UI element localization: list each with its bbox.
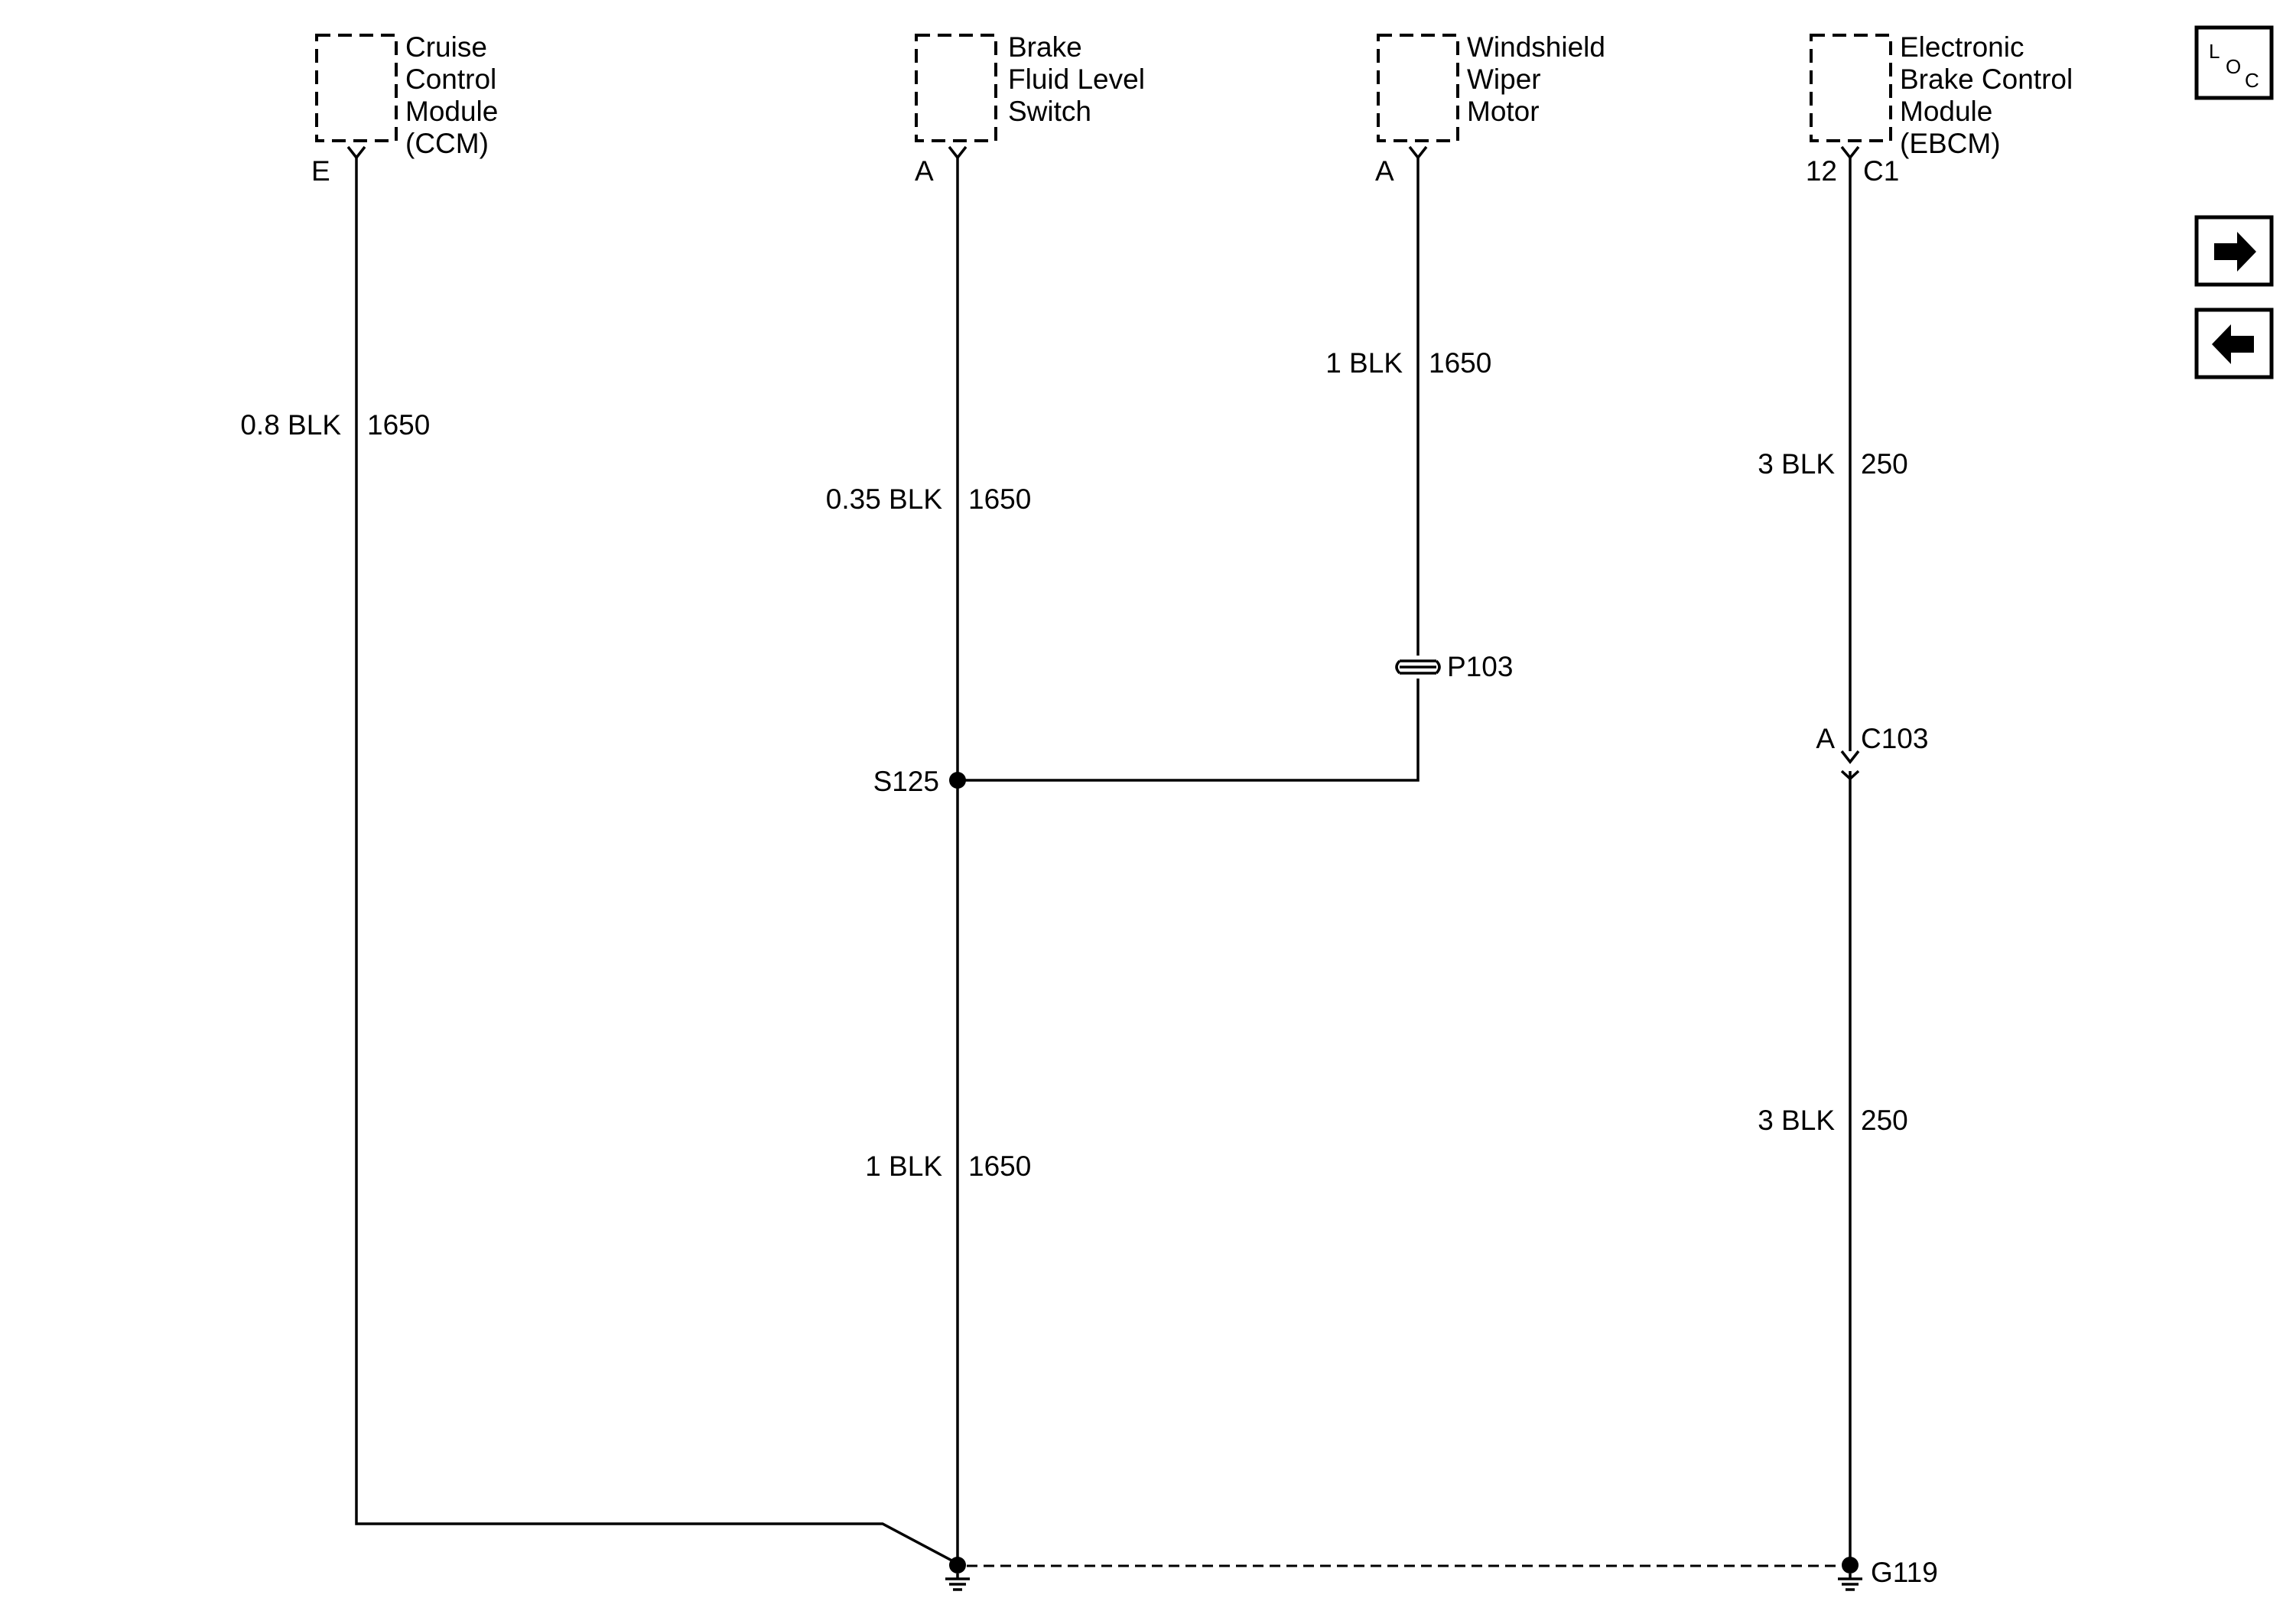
bfls-dashed-box — [915, 34, 997, 142]
ccm-ground-wire — [355, 158, 958, 1565]
ccm-label-line-4: (CCM) — [405, 128, 489, 159]
ebcm-label-line-2: Brake Control — [1900, 63, 2073, 95]
wiper-pin-terminal-icon — [1408, 145, 1428, 160]
c103-pin-label: A — [1816, 723, 1835, 754]
ebcm-lower-wire-gauge: 3 BLK — [1758, 1105, 1835, 1136]
bfls-pin-terminal-icon — [948, 145, 968, 160]
loc-button[interactable]: L O C — [2194, 25, 2274, 100]
ccm-wire-gauge: 0.8 BLK — [240, 409, 341, 441]
ccm-pin-label: E — [311, 155, 330, 187]
ebcm-label-line-1: Electronic — [1900, 31, 2024, 63]
bfls-label-line-3: Switch — [1008, 96, 1091, 127]
bfls-label-line-2: Fluid Level — [1008, 63, 1145, 95]
wiper-label-line-2: Wiper — [1467, 63, 1541, 95]
ebcm-pin-label: 12 — [1806, 155, 1837, 187]
ebcm-upper-wire-circuit: 250 — [1861, 448, 1908, 480]
electronic-brake-control-module: Electronic Brake Control Module (EBCM) 1… — [1806, 31, 2073, 187]
wiper-label-line-3: Motor — [1467, 96, 1540, 127]
wiper-dashed-box — [1377, 34, 1459, 142]
ccm-pin-terminal-icon — [346, 145, 366, 160]
wiper-wire-circuit: 1650 — [1429, 347, 1491, 379]
wiper-wire-gauge: 1 BLK — [1325, 347, 1403, 379]
ccm-label-line-2: Control — [405, 63, 496, 95]
bfls-wire-gauge: 0.35 BLK — [826, 483, 943, 515]
ebcm-label-line-3: Module — [1900, 96, 1992, 127]
c103-label: C103 — [1861, 723, 1928, 754]
ground-icon-left — [945, 1557, 970, 1591]
bfls-pin-label: A — [915, 155, 934, 187]
next-page-button[interactable] — [2194, 215, 2274, 287]
ebcm-connector-label: C1 — [1863, 155, 1899, 187]
ebcm-label-line-4: (EBCM) — [1900, 128, 2001, 159]
previous-page-button[interactable] — [2194, 308, 2274, 379]
cruise-control-module: Cruise Control Module (CCM) E — [311, 31, 498, 187]
arrow-right-icon — [2214, 232, 2256, 272]
ccm-dashed-box — [315, 34, 398, 142]
s125-wire-gauge: 1 BLK — [865, 1150, 942, 1182]
p103-pass-through-icon — [1395, 659, 1441, 675]
bfls-wire-circuit: 1650 — [968, 483, 1031, 515]
loc-icon-c: C — [2245, 69, 2259, 92]
p103-label: P103 — [1447, 651, 1513, 682]
wiper-label-line-1: Windshield — [1467, 31, 1605, 63]
loc-button-frame[interactable] — [2194, 25, 2274, 100]
ebcm-lower-wire-circuit: 250 — [1861, 1105, 1908, 1136]
brake-fluid-level-switch: Brake Fluid Level Switch A — [915, 31, 1145, 187]
ebcm-pin-terminal-icon — [1840, 145, 1860, 160]
wiper-wire-lower — [958, 679, 1420, 782]
g119-label: G119 — [1871, 1557, 1938, 1588]
ccm-label-line-1: Cruise — [405, 31, 487, 63]
s125-wire-circuit: 1650 — [968, 1150, 1031, 1182]
ccm-label-line-3: Module — [405, 96, 498, 127]
bfls-label-line-1: Brake — [1008, 31, 1082, 63]
ebcm-upper-wire-gauge: 3 BLK — [1758, 448, 1835, 480]
ebcm-dashed-box — [1810, 34, 1892, 142]
windshield-wiper-motor: Windshield Wiper Motor A — [1375, 31, 1605, 187]
ground-icon-right — [1838, 1557, 1862, 1591]
c103-inline-connector-icon — [1840, 750, 1860, 781]
s125-splice-dot — [949, 772, 966, 789]
loc-icon-l: L — [2209, 40, 2220, 63]
s125-label: S125 — [873, 766, 939, 797]
arrow-left-icon — [2212, 324, 2254, 364]
wiper-pin-label: A — [1375, 155, 1394, 187]
loc-icon-o: O — [2226, 55, 2241, 78]
ccm-wire-circuit: 1650 — [367, 409, 430, 441]
